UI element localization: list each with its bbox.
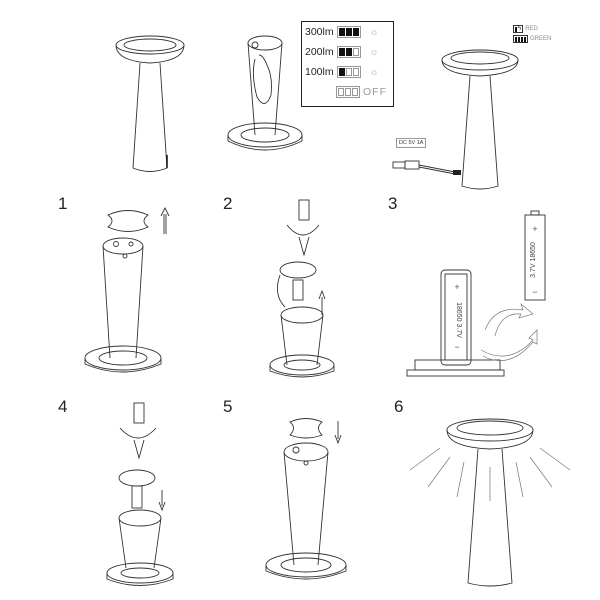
battery-full-icon [513,35,528,43]
step-number-2: 2 [223,194,233,213]
legend-label: 100lm [305,66,334,78]
legend-label: 200lm [305,46,334,58]
step-2-lift-module-illustration [269,199,335,378]
charging-indicator: ϟ RED GREEN [513,24,551,44]
full-label: GREEN [530,36,552,42]
brightness-bars-icon [336,66,361,78]
svg-text:+: + [532,224,537,234]
light-rays-icon [409,447,571,501]
battery-positive-label: + [454,282,459,292]
new-battery-label: 3.7V 18650 [530,242,537,278]
brightness-bars-icon [336,26,361,38]
legend-row-300: 300lm ☼ [305,26,379,38]
battery-charging-icon: ϟ [513,25,524,33]
legend-row-200: 200lm ☼ [305,46,379,58]
step-number-1: 1 [58,194,68,213]
step-5-replace-cover-illustration [265,418,347,580]
legend-row-100: 100lm ☼ [305,66,379,78]
power-input-label: DC 5V 1A [396,138,427,148]
battery-negative-label: − [454,342,459,352]
legend-label: 300lm [305,26,334,38]
sun-icon: ☼ [369,26,379,38]
step-3-battery-replacement-illustration: + − 18650 3.7V + − 3.7V 18650 [406,210,546,377]
legend-label: OFF [363,86,387,98]
sun-icon: ☼ [369,66,379,78]
full-row: GREEN [513,34,551,44]
sun-icon: ☼ [369,46,379,58]
step-number-6: 6 [394,397,404,416]
brightness-bars-icon [336,86,360,98]
brightness-legend: 300lm ☼ 200lm ☼ 100lm ☼ OFF [301,21,394,107]
charging-lamp-illustration [441,49,519,190]
svg-text:−: − [532,287,537,297]
step-6-lamp-on-illustration [409,418,571,587]
brightness-bars-icon [336,46,361,58]
legend-row-off: OFF [336,86,387,98]
charging-label: RED [525,26,538,32]
step-number-5: 5 [223,397,233,416]
installed-battery-label: 18650 3.7V [455,302,462,338]
step-4-insert-module-illustration [106,402,174,586]
charging-row: ϟ RED [513,24,551,34]
usb-cable-icon [392,160,461,175]
switch-operation-illustration [227,35,303,151]
lamp-assembled-illustration [115,35,185,172]
step-number-4: 4 [58,397,68,416]
step-number-3: 3 [388,194,398,213]
step-1-remove-cover-illustration [84,206,170,373]
